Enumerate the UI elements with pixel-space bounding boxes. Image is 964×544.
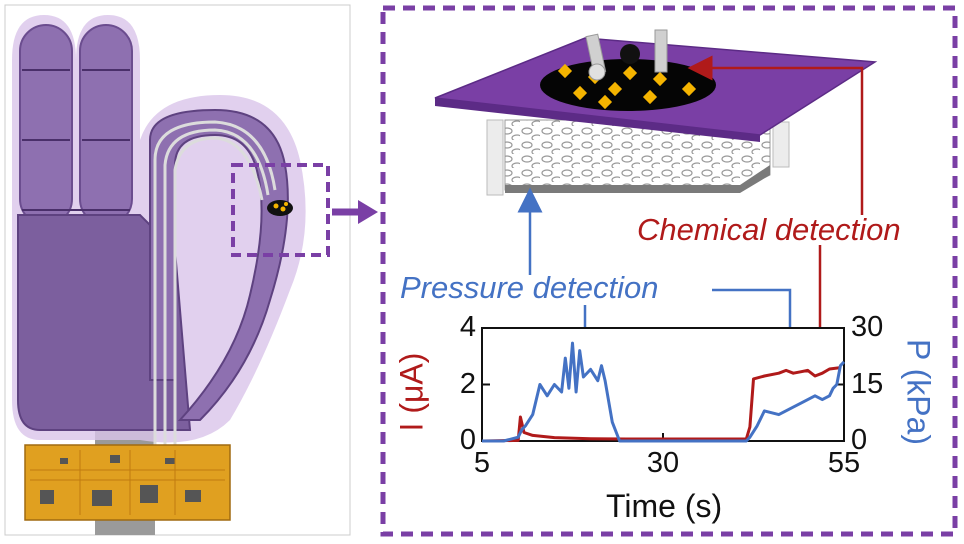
- chart: [481, 327, 846, 443]
- plot-area: [481, 327, 845, 442]
- current-series-line: [481, 366, 841, 443]
- device-leg-left: [486, 119, 504, 196]
- pressure-series-line: [482, 341, 846, 443]
- pressure-layer-base: [505, 165, 770, 193]
- electrode-tip: [620, 44, 640, 64]
- thumb: [149, 108, 289, 421]
- zoom-box: [231, 163, 330, 257]
- index-finger: [19, 24, 73, 226]
- circuit-board: [24, 444, 231, 521]
- circuit-chips: [40, 455, 201, 506]
- y-left-tick-label: 0: [459, 424, 476, 456]
- thumb-sensor: [267, 200, 293, 216]
- pressure-detection-label: Pressure detection: [400, 270, 659, 305]
- chemical-sensing-area: [540, 59, 716, 111]
- y-left-tick-label: 4: [459, 311, 476, 343]
- electrode-2: [654, 29, 668, 73]
- device-leg-right: [772, 121, 790, 168]
- x-axis-label: Time (s): [606, 488, 723, 524]
- top-plate-edge: [435, 98, 760, 142]
- chart-series: [481, 341, 846, 443]
- y-right-tick-label: 0: [851, 424, 868, 456]
- zoom-arrow: [332, 200, 378, 224]
- circuit-traces: [30, 450, 225, 515]
- sensor-wires: [153, 120, 277, 460]
- x-tick-label: 55: [827, 447, 861, 479]
- sensor-device: [434, 29, 878, 196]
- y-axis-right-label: P (kPa): [900, 338, 937, 446]
- y-left-tick-label: 2: [459, 367, 476, 400]
- y-right-tick-label: 30: [851, 311, 884, 343]
- y-right-tick-label: 15: [851, 367, 884, 400]
- x-tick-label: 30: [646, 447, 680, 479]
- finger-joints: [22, 69, 130, 211]
- detail-panel-frame: [380, 5, 958, 537]
- middle-finger: [79, 24, 133, 226]
- x-tick-label: 5: [473, 447, 491, 479]
- robotic-hand-illustration: [4, 4, 351, 536]
- pressure-layer-pores: [505, 120, 770, 190]
- chemical-detection-label: Chemical detection: [637, 212, 901, 247]
- y-axis-left-label: I (μA): [393, 352, 430, 432]
- palm: [17, 214, 192, 431]
